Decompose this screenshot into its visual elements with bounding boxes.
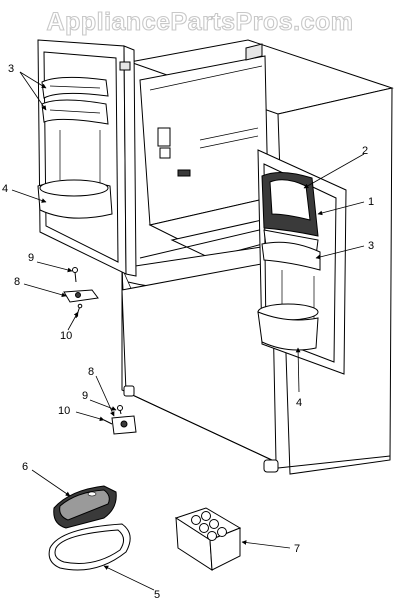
callout-3-left: 3 [8, 63, 14, 75]
watermark-text: AppliancePartsPros.com [47, 8, 354, 36]
lower-hinge-assembly [103, 405, 137, 435]
right-door-lower-bin [257, 303, 319, 351]
leader-lines [11, 71, 365, 591]
dairy-door-lid [53, 485, 117, 529]
callout-4-right: 4 [296, 397, 302, 409]
left-door [37, 39, 137, 277]
callout-8-lower: 8 [88, 366, 94, 378]
callout-3-right: 3 [368, 240, 374, 252]
callout-1: 1 [368, 196, 374, 208]
callout-2: 2 [362, 145, 368, 157]
refrigerator-cabinet [121, 39, 394, 475]
right-door [257, 149, 347, 375]
callout-7: 7 [294, 543, 300, 555]
callout-6: 6 [22, 461, 28, 473]
callout-labels: 1 2 3 3 4 4 5 6 7 8 8 9 9 10 10 [2, 63, 374, 600]
upper-hinge-assembly [63, 267, 99, 319]
callout-9-upper: 9 [28, 252, 34, 264]
callout-5: 5 [154, 589, 160, 600]
dairy-tray [48, 523, 131, 571]
callout-10-upper: 10 [60, 330, 72, 342]
egg-tray [174, 507, 242, 571]
left-door-lower-bin [37, 179, 113, 219]
callout-10-lower: 10 [58, 405, 70, 417]
callout-8-upper: 8 [14, 276, 20, 288]
callout-9-lower: 9 [82, 390, 88, 402]
right-door-mid-bin [261, 241, 321, 271]
left-door-upper-bins [41, 76, 109, 125]
callout-4-left: 4 [2, 183, 8, 195]
